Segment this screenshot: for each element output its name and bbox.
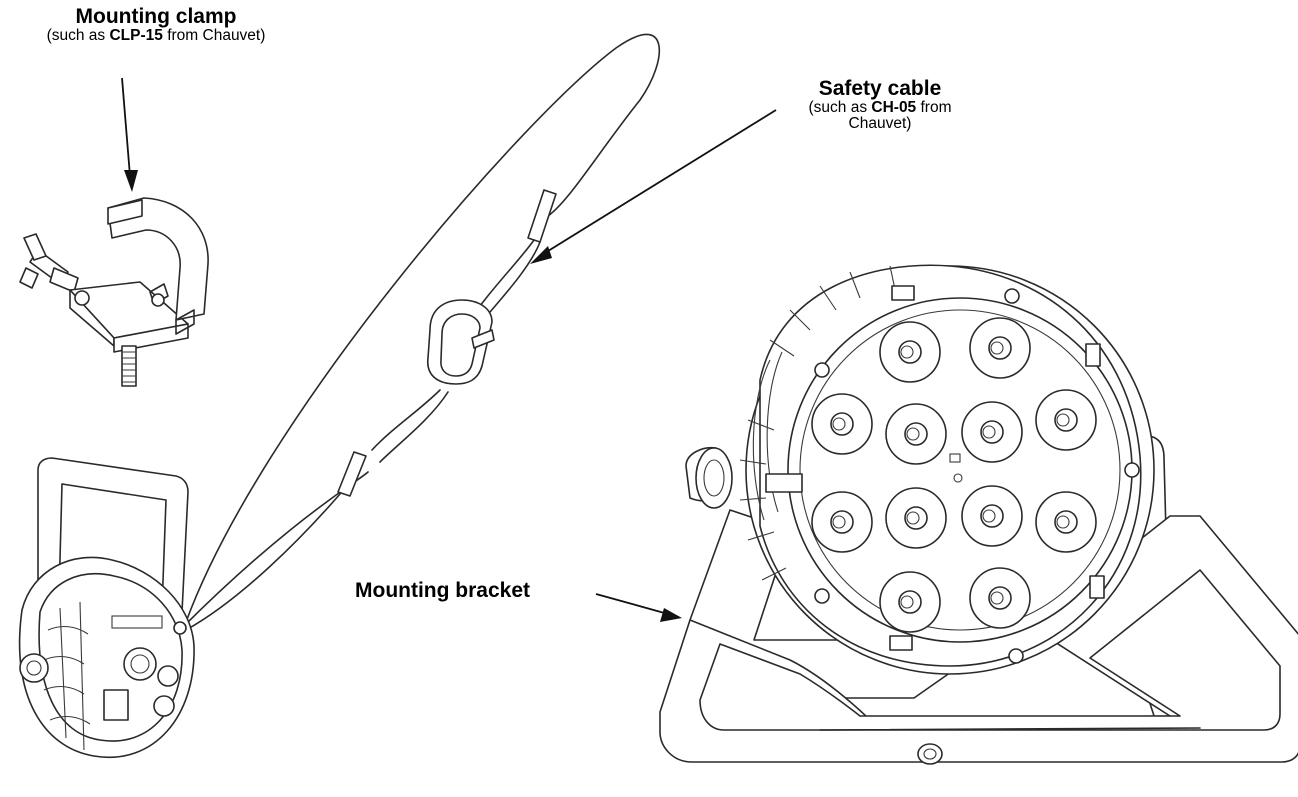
safety-cable-drawing [181, 33, 661, 631]
mounting-clamp-drawing [19, 197, 209, 387]
mounting-clamp-prefix: (such as [46, 27, 110, 45]
safety-cable-subtitle-line3: Chauvet) [848, 115, 912, 133]
led-lens [961, 485, 1023, 547]
safety-cable-subtitle: (such as CH-05 from [770, 99, 990, 117]
led-lens [1035, 389, 1097, 451]
cable-arrow [530, 109, 777, 264]
safety-cable-title: Safety cable [818, 77, 942, 100]
led-lens [885, 403, 947, 465]
mounting-clamp-model: CLP-15 [109, 27, 163, 45]
led-lens [811, 393, 873, 455]
mounting-clamp-title: Mounting clamp [75, 5, 237, 28]
mounting-bracket-label: Mounting bracket [355, 579, 531, 602]
led-lens [879, 571, 941, 633]
safety-cable-model: CH-05 [871, 99, 917, 117]
safety-cable-label: Safety cable (such as CH-05 from Chauvet… [770, 77, 990, 133]
mounting-clamp-label: Mounting clamp (such as CLP-15 from Chau… [0, 5, 312, 45]
led-lens [969, 567, 1031, 629]
led-lens [1035, 491, 1097, 553]
small-fixture-drawing [18, 457, 195, 759]
led-lens [811, 491, 873, 553]
mounting-clamp-subtitle: (such as CLP-15 from Chauvet) [0, 27, 312, 45]
clamp-arrow [121, 77, 138, 192]
led-lens [969, 317, 1031, 379]
led-lens [885, 487, 947, 549]
mounting-clamp-suffix: from Chauvet) [162, 27, 266, 45]
led-lens [879, 321, 941, 383]
large-fixture-drawing [659, 264, 1298, 765]
safety-cable-suffix: from [916, 99, 952, 117]
led-lens [961, 401, 1023, 463]
safety-cable-prefix: (such as [808, 99, 872, 117]
bracket-arrow [595, 593, 682, 622]
